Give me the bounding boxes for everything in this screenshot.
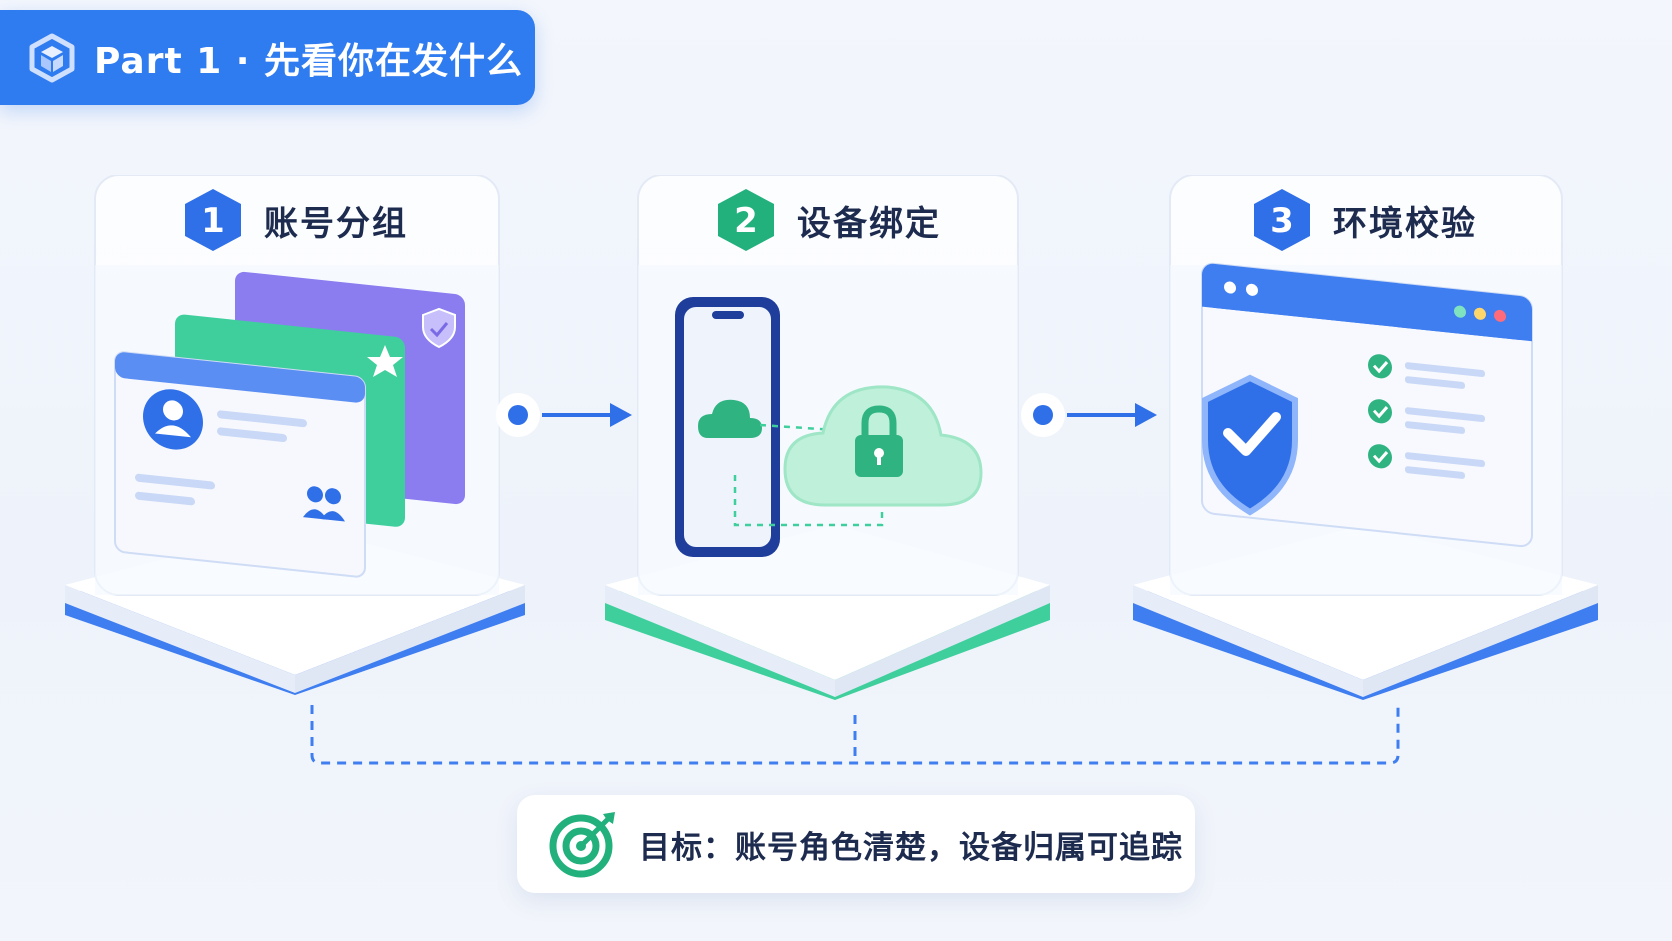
step-card-3: 3 环境校验 [1130,175,1610,735]
svg-text:1: 1 [201,201,225,241]
check-icon [1368,354,1485,479]
step-number-badge-1: 1 [185,189,241,251]
step-header-2: 2 设备绑定 [638,175,1018,265]
svg-text:2: 2 [734,201,758,241]
section-header: Part 1 · 先看你在发什么 [0,10,535,105]
phone-icon [675,297,780,557]
target-icon [549,812,615,878]
arrow-connector-2 [1021,393,1157,437]
goal-box: 目标：账号角色清楚，设备归属可追踪 [517,795,1195,893]
svg-text:3: 3 [1270,201,1294,241]
step-header-3: 3 环境校验 [1168,175,1560,265]
goal-text: 目标：账号角色清楚，设备归属可追踪 [639,829,1183,866]
cloud-lock-icon [783,385,983,507]
star-icon [367,345,403,377]
step-label-3: 环境校验 [1333,203,1477,244]
step-card-2: 2 设备绑定 [600,175,1080,735]
users-icon [303,486,345,522]
cube-icon [29,33,75,82]
section-title: Part 1 · 先看你在发什么 [94,40,523,82]
step-label-1: 账号分组 [264,203,408,244]
step-number-badge-2: 2 [718,189,774,251]
step-label-2: 设备绑定 [797,203,941,244]
step-number-badge-3: 3 [1254,189,1310,251]
arrow-connector-1 [496,393,632,437]
shield-check-icon [1202,374,1298,516]
step-header-1: 1 账号分组 [93,175,497,265]
dashed-bracket [310,705,1400,765]
step-card-1: 1 账号分组 [55,175,535,735]
shield-check-icon [422,307,456,349]
